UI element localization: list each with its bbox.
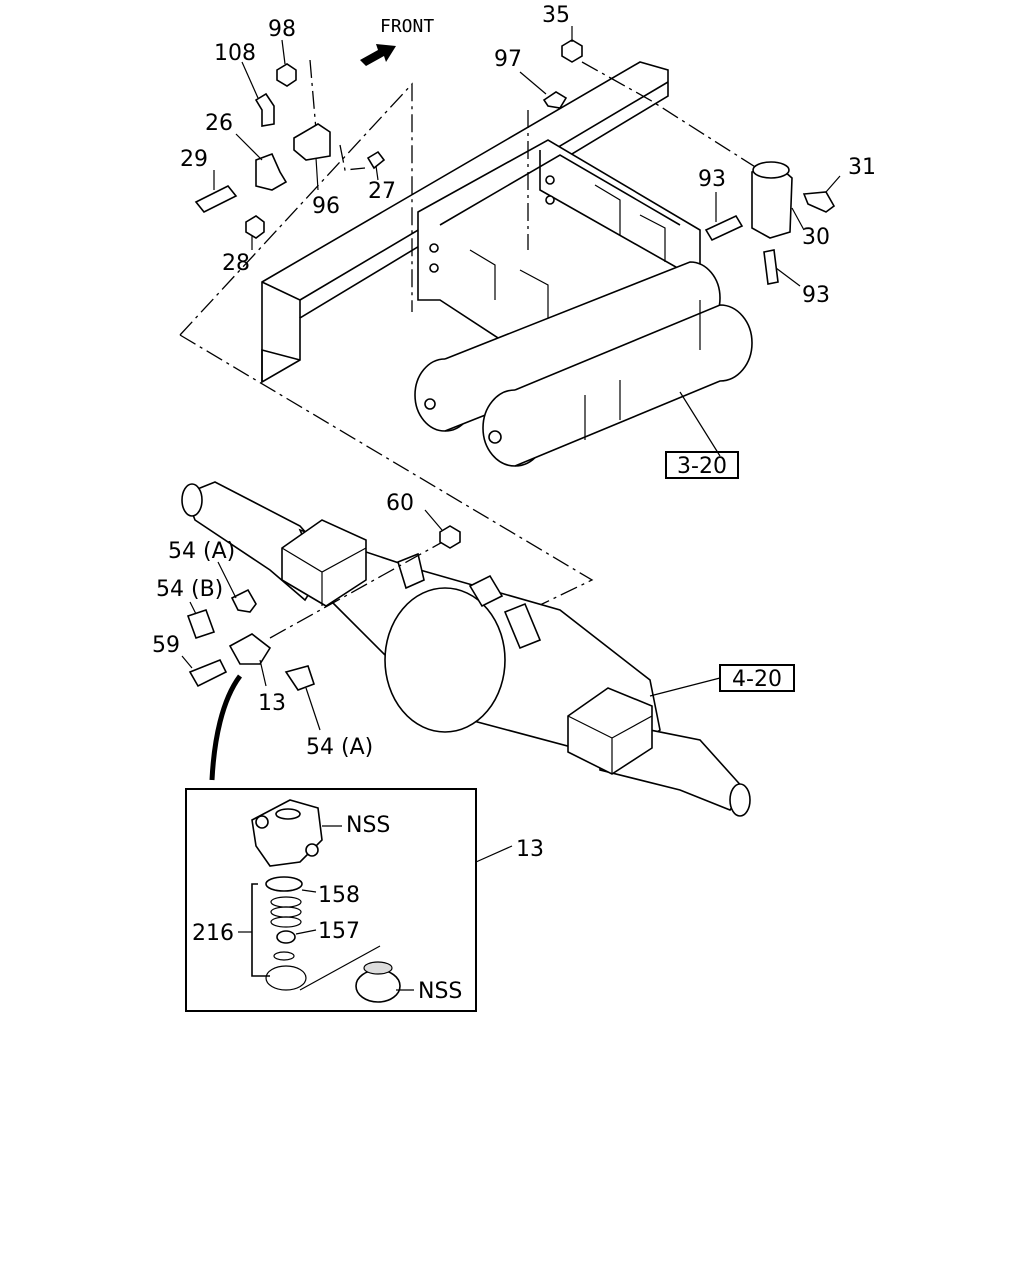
lower-small-parts [186, 525, 461, 691]
callout-216: 216 [192, 921, 234, 946]
callout-30: 30 [802, 225, 830, 250]
callout-29: 29 [180, 147, 208, 172]
upper-connection-lines [179, 59, 761, 606]
ref-3-20[interactable]: 3-20 [677, 454, 727, 479]
detail-box [185, 788, 477, 1012]
callout-26: 26 [205, 111, 233, 136]
callout-93-upper: 93 [698, 167, 726, 192]
callout-35: 35 [542, 3, 570, 28]
nss-label-lower: NSS [418, 979, 462, 1004]
detail-leader [209, 674, 243, 781]
front-label: FRONT [380, 16, 434, 37]
nss-label-upper: NSS [346, 813, 390, 838]
frame-assembly [261, 61, 753, 467]
callout-27: 27 [368, 179, 396, 204]
callout-157: 157 [318, 919, 360, 944]
callout-108: 108 [214, 41, 256, 66]
ref-4-20[interactable]: 4-20 [732, 667, 782, 692]
front-arrow-icon [360, 44, 396, 66]
callout-97: 97 [494, 47, 522, 72]
callout-96: 96 [312, 194, 340, 219]
callout-13-detail: 13 [516, 837, 544, 862]
axle-assembly [181, 481, 751, 817]
leader-lines [181, 26, 841, 991]
callout-13-small: 13 [258, 691, 286, 716]
detail-parts [251, 799, 401, 1003]
ref-box-4-20 [719, 664, 795, 692]
callout-54b: 54 (B) [156, 577, 223, 602]
lower-connection-lines [269, 539, 447, 639]
callout-54a-upper: 54 (A) [168, 539, 235, 564]
callout-59: 59 [152, 633, 180, 658]
ref-box-3-20 [665, 451, 739, 479]
callout-28: 28 [222, 251, 250, 276]
callout-60: 60 [386, 491, 414, 516]
callout-93-lower: 93 [802, 283, 830, 308]
callout-31: 31 [848, 155, 876, 180]
callout-98: 98 [268, 17, 296, 42]
upper-small-parts [194, 39, 836, 285]
callout-54a-lower: 54 (A) [306, 735, 373, 760]
callout-158: 158 [318, 883, 360, 908]
